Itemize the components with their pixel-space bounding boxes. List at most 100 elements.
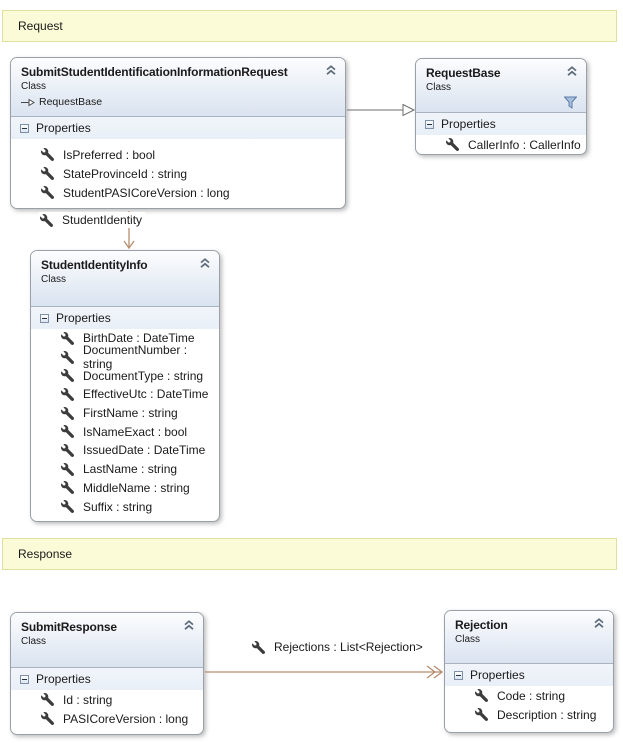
- class-box-rejection[interactable]: Rejection Class Properties Code : string…: [444, 610, 614, 733]
- collapse-button[interactable]: [183, 620, 195, 631]
- property-row[interactable]: FirstName : string: [31, 404, 219, 423]
- association-label-text: StudentIdentity: [62, 213, 143, 227]
- property-label: IssuedDate : DateTime: [83, 443, 206, 458]
- base-type-row[interactable]: RequestBase: [21, 96, 345, 108]
- class-header[interactable]: SubmitStudentIdentificationInformationRe…: [11, 58, 345, 117]
- compartment-label: Properties: [36, 672, 91, 686]
- properties-compartment-header[interactable]: Properties: [445, 664, 613, 686]
- wrench-icon: [61, 481, 74, 495]
- property-label: StudentPASICoreVersion : long: [63, 185, 230, 200]
- class-title: SubmitStudentIdentificationInformationRe…: [21, 65, 288, 79]
- collapse-minus-icon[interactable]: [40, 313, 49, 323]
- stereotype-label: Class: [41, 274, 67, 285]
- property-label: Suffix : string: [83, 499, 153, 514]
- class-title: SubmitResponse: [21, 620, 117, 634]
- comment-band-label: Response: [18, 547, 73, 561]
- property-row[interactable]: IssuedDate : DateTime: [31, 441, 219, 460]
- double-chevron-arrowhead-right: [426, 665, 444, 679]
- property-row[interactable]: CallerInfo : CallerInfo: [416, 135, 586, 154]
- property-list: CallerInfo : CallerInfo: [416, 135, 586, 154]
- stereotype-label: Class: [21, 81, 47, 92]
- property-row[interactable]: Id : string: [11, 690, 203, 709]
- property-label: DocumentType : string: [83, 368, 204, 383]
- compartment-label: Properties: [470, 668, 525, 682]
- property-row[interactable]: DocumentType : string: [31, 366, 219, 385]
- property-row[interactable]: IsNameExact : bool: [31, 422, 219, 441]
- property-row[interactable]: PASICoreVersion : long: [11, 709, 203, 728]
- open-arrowhead-down: [123, 240, 135, 250]
- wrench-icon: [61, 425, 74, 439]
- collapse-minus-icon[interactable]: [20, 674, 29, 684]
- property-row[interactable]: Description : string: [445, 705, 613, 724]
- wrench-icon: [41, 148, 54, 161]
- association-connector-rejections[interactable]: [205, 665, 444, 679]
- property-label: DocumentNumber : string: [83, 343, 188, 372]
- wrench-icon: [446, 138, 459, 151]
- class-box-student-identity-info[interactable]: StudentIdentityInfo Class Properties Bir…: [30, 250, 220, 522]
- property-row[interactable]: MiddleName : string: [31, 479, 219, 498]
- property-row[interactable]: StudentPASICoreVersion : long: [11, 183, 345, 202]
- collapse-minus-icon[interactable]: [454, 670, 463, 680]
- wrench-icon: [61, 350, 74, 364]
- property-label: BirthDate : DateTime: [83, 331, 195, 346]
- collapse-button[interactable]: [566, 66, 578, 77]
- property-list: Code : string Description : string: [445, 686, 613, 724]
- wrench-icon: [475, 708, 488, 721]
- double-chevron-up-icon: [594, 618, 604, 628]
- property-label: LastName : string: [83, 462, 178, 477]
- association-label-student-identity[interactable]: StudentIdentity: [39, 212, 146, 228]
- property-label: FirstName : string: [83, 406, 178, 421]
- comment-band-request[interactable]: Request: [2, 10, 617, 42]
- hollow-triangle-arrow-icon: [21, 98, 35, 106]
- filter-button[interactable]: [563, 96, 578, 109]
- filter-funnel-icon: [563, 96, 578, 109]
- class-box-request-base[interactable]: RequestBase Class Properties CallerInfo …: [415, 58, 587, 155]
- collapse-button[interactable]: [199, 258, 211, 269]
- collapse-button[interactable]: [593, 618, 605, 629]
- property-row[interactable]: BirthDate : DateTime: [31, 329, 219, 348]
- base-type-label: RequestBase: [39, 96, 103, 108]
- properties-compartment-header[interactable]: Properties: [11, 668, 203, 690]
- property-row[interactable]: Code : string: [445, 686, 613, 705]
- wrench-icon: [40, 213, 53, 227]
- property-label: StateProvinceId : string: [63, 166, 188, 181]
- collapse-minus-icon[interactable]: [20, 123, 29, 133]
- inheritance-connector[interactable]: [347, 103, 416, 117]
- properties-compartment-header[interactable]: Properties: [11, 117, 345, 139]
- property-label: Description : string: [497, 707, 597, 722]
- property-row[interactable]: IsPreferred : bool: [11, 145, 345, 164]
- property-row[interactable]: Suffix : string: [31, 497, 219, 516]
- properties-compartment-header[interactable]: Properties: [416, 113, 586, 135]
- property-label: Id : string: [63, 692, 113, 707]
- class-header[interactable]: Rejection Class: [445, 611, 613, 664]
- property-row[interactable]: LastName : string: [31, 460, 219, 479]
- wrench-icon: [475, 689, 488, 702]
- property-row[interactable]: EffectiveUtc : DateTime: [31, 385, 219, 404]
- properties-compartment-header[interactable]: Properties: [31, 307, 219, 329]
- property-row[interactable]: DocumentNumber : string: [31, 343, 219, 371]
- property-row[interactable]: StateProvinceId : string: [11, 164, 345, 183]
- property-list: Id : string PASICoreVersion : long: [11, 690, 203, 728]
- property-label: MiddleName : string: [83, 480, 190, 495]
- wrench-icon: [41, 712, 54, 725]
- class-box-submit-student-identification-information-request[interactable]: SubmitStudentIdentificationInformationRe…: [10, 57, 346, 209]
- compartment-label: Properties: [56, 311, 111, 325]
- property-list: IsPreferred : bool StateProvinceId : str…: [11, 139, 345, 202]
- class-header[interactable]: StudentIdentityInfo Class: [31, 251, 219, 307]
- collapse-button[interactable]: [325, 65, 337, 76]
- collapse-minus-icon[interactable]: [425, 119, 434, 129]
- stereotype-label: Class: [426, 82, 452, 93]
- property-label: Code : string: [497, 688, 566, 703]
- association-label-rejections[interactable]: Rejections : List<Rejection>: [251, 639, 426, 655]
- class-title: Rejection: [455, 618, 508, 632]
- wrench-icon: [61, 500, 74, 514]
- property-label: EffectiveUtc : DateTime: [83, 387, 209, 402]
- wrench-icon: [61, 443, 74, 457]
- comment-band-response[interactable]: Response: [2, 538, 617, 570]
- double-chevron-up-icon: [326, 65, 336, 75]
- class-header[interactable]: SubmitResponse Class: [11, 613, 203, 668]
- double-chevron-up-icon: [184, 620, 194, 630]
- wrench-icon: [61, 462, 74, 476]
- class-box-submit-response[interactable]: SubmitResponse Class Properties Id : str…: [10, 612, 204, 735]
- class-header[interactable]: RequestBase Class: [416, 59, 586, 113]
